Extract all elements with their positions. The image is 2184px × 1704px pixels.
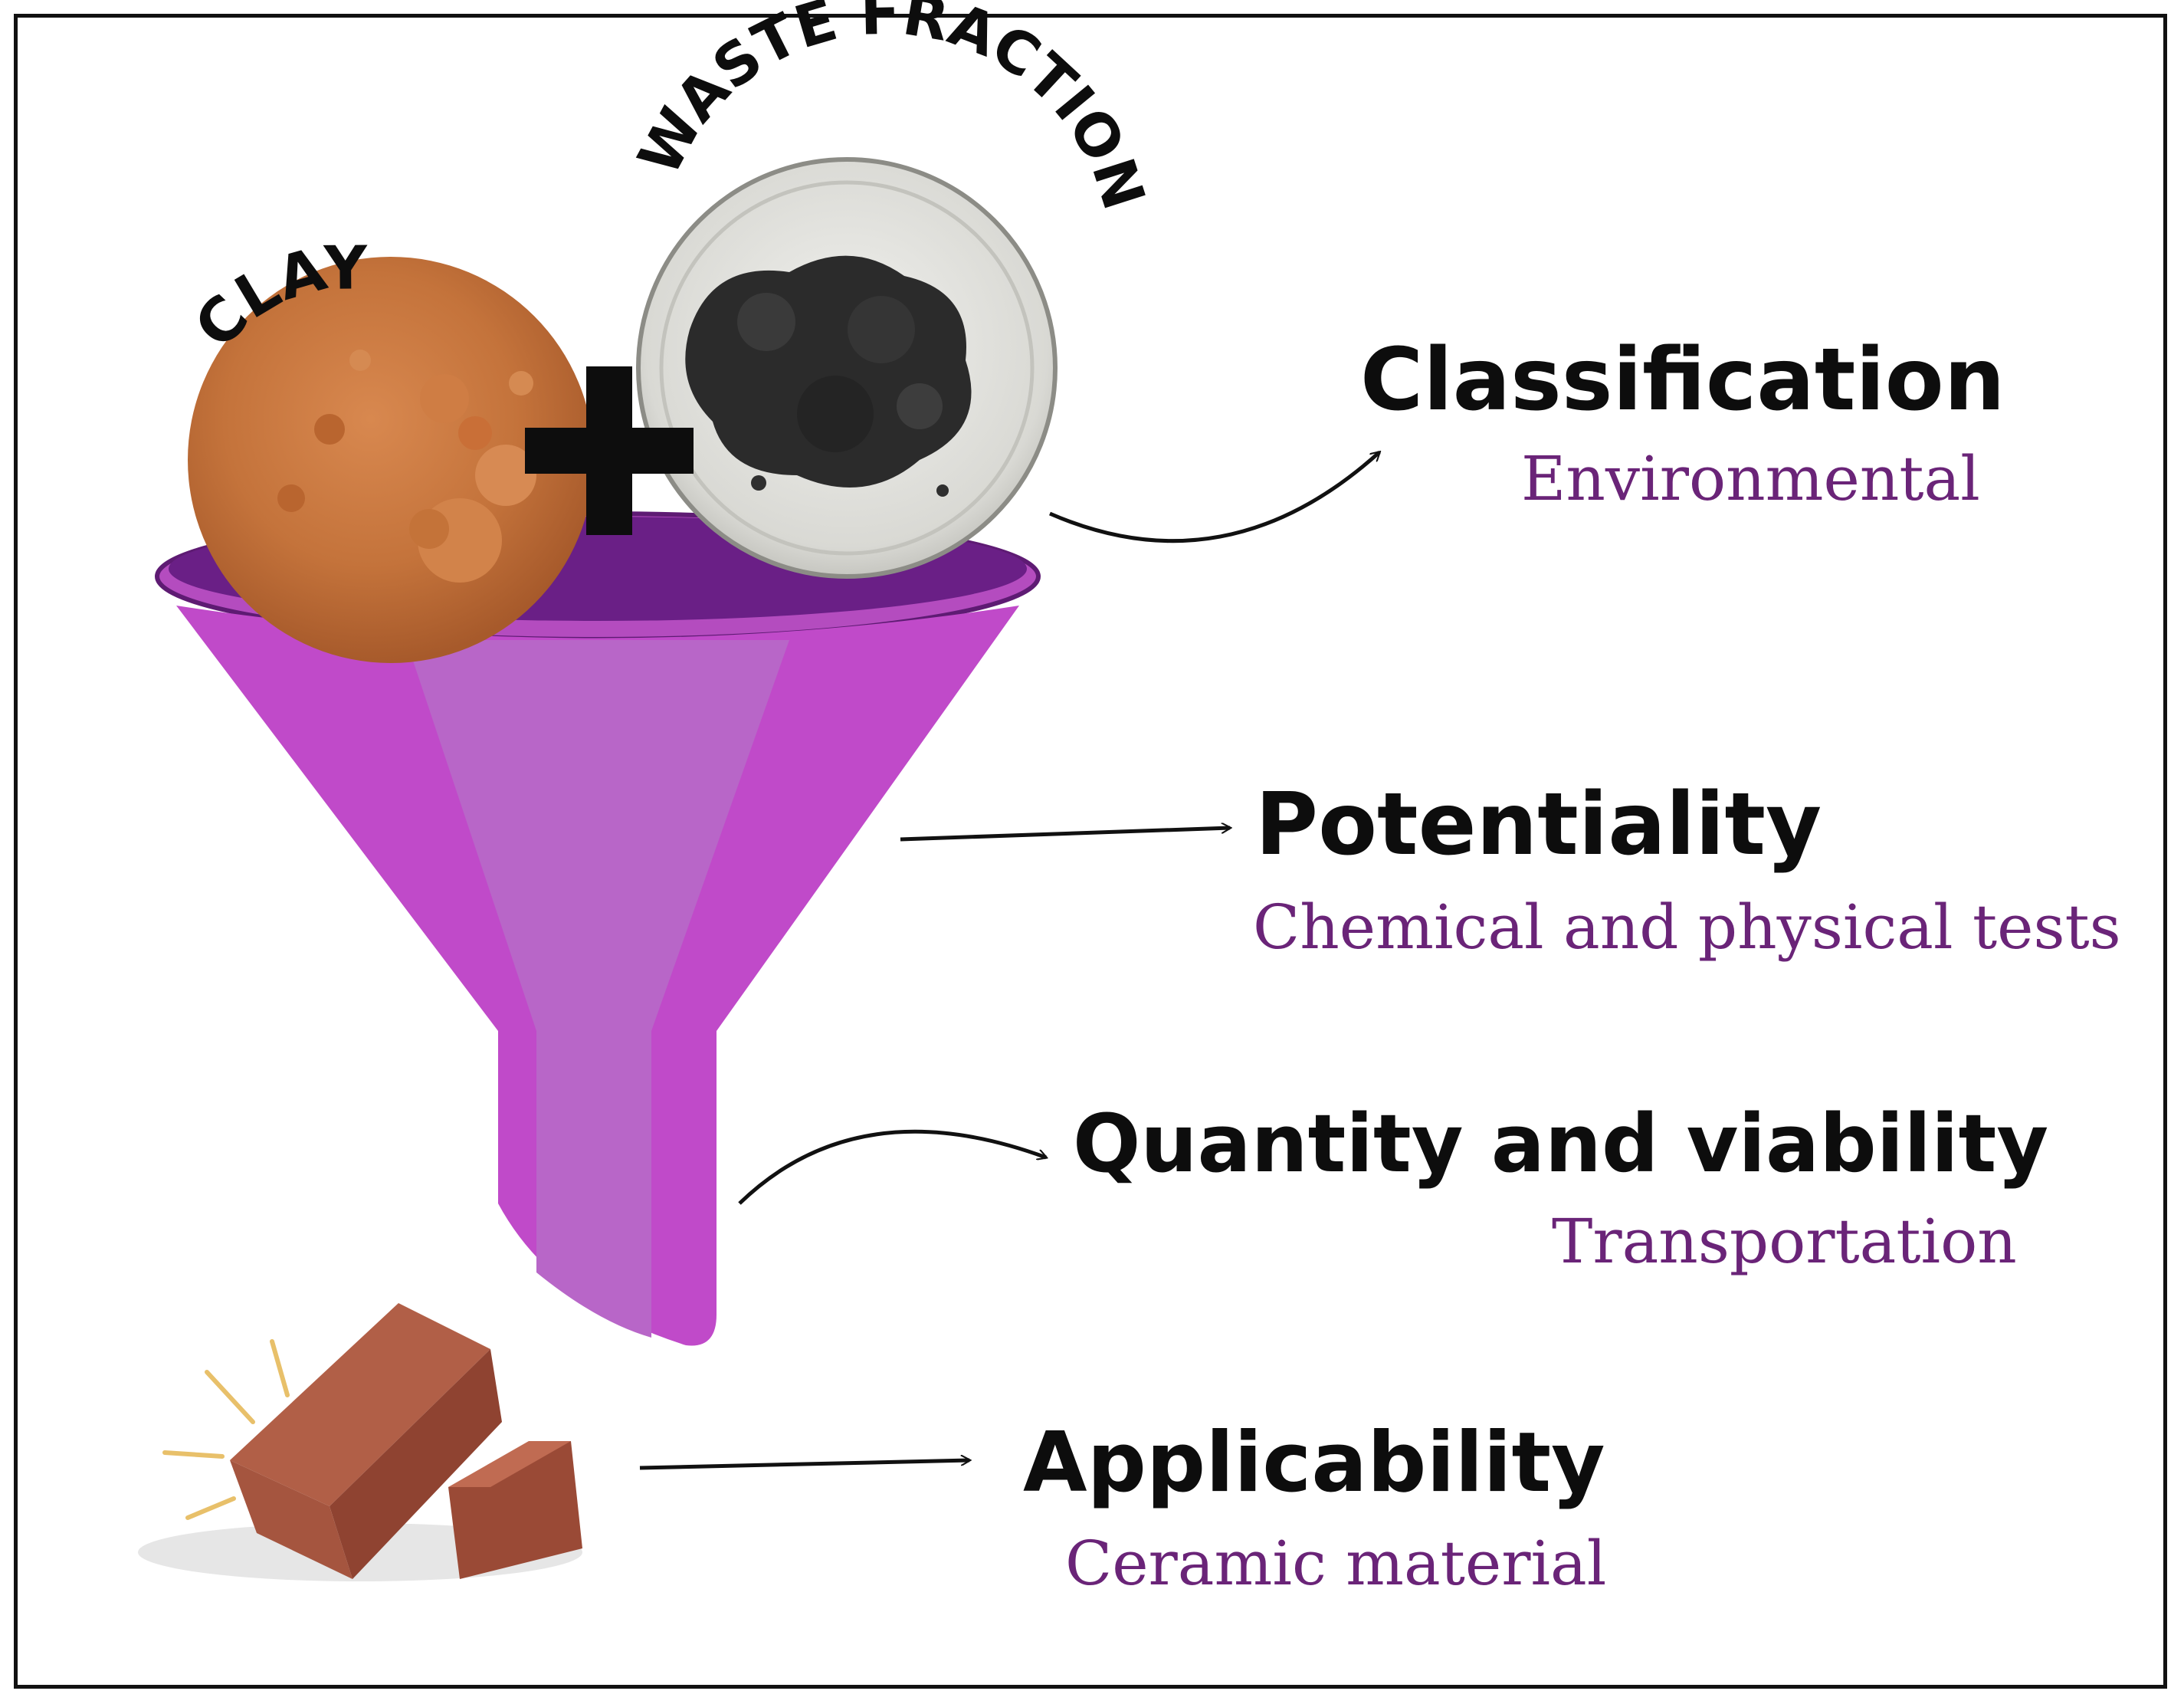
waste-sample: [636, 157, 1058, 579]
arrow-icon-applicability: [639, 1460, 969, 1470]
stage-subtitle-applicability: Ceramic material: [1065, 1528, 1607, 1599]
brick-icon: [138, 1303, 582, 1581]
funnel-spout-highlight: [536, 1031, 651, 1338]
arrow-icon-potentiality: [900, 828, 1230, 842]
sparkle-lines: [162, 1339, 290, 1520]
stage-title-potentiality: Potentiality: [1255, 775, 1822, 875]
stage-subtitle-potentiality: Chemical and physical tests: [1253, 891, 2121, 963]
stage-subtitle-quantity: Transportation: [1552, 1206, 2017, 1277]
clay-sample: [188, 257, 594, 663]
arrow-icon-quantity: [738, 1129, 1046, 1205]
plus-icon: [525, 366, 694, 535]
funnel-icon: [155, 511, 1041, 1346]
arrow-icon-classification: [1049, 452, 1379, 543]
stage-title-quantity: Quantity and viability: [1073, 1097, 2049, 1190]
funnel-cone-highlight: [406, 640, 789, 1031]
stage-title-classification: Classification: [1360, 330, 2005, 430]
stage-title-applicability: Applicability: [1023, 1415, 1605, 1511]
stage-subtitle-classification: Environmental: [1521, 443, 1980, 514]
